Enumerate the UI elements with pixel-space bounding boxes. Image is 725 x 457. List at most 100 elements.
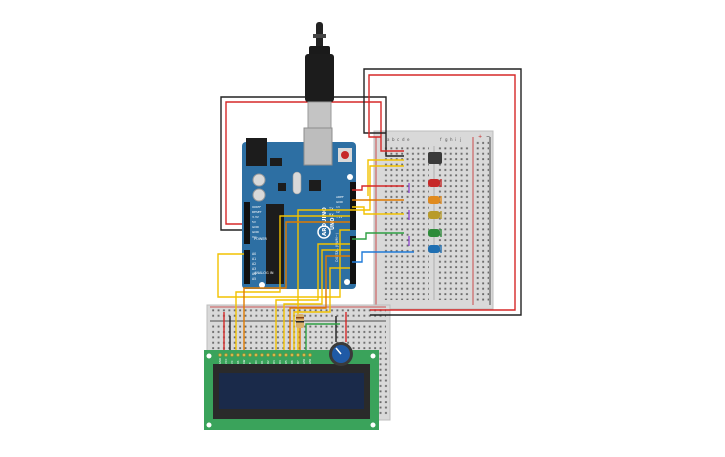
small-chip bbox=[278, 183, 286, 191]
usb-plug-body bbox=[305, 54, 334, 102]
lcd-pin-label: LED bbox=[308, 359, 312, 364]
wire-yellow-lcd-rs bbox=[235, 215, 350, 350]
lcd-pin bbox=[272, 353, 276, 357]
lcd-pin-label: D7 bbox=[296, 360, 300, 364]
rx-label: RX bbox=[329, 213, 334, 217]
wire-orange-lcd-d6 bbox=[289, 255, 350, 350]
lcd-mount-hole-icon bbox=[206, 353, 212, 359]
column-letter: d bbox=[402, 137, 405, 142]
usb-cable bbox=[305, 22, 334, 129]
lcd-pin bbox=[254, 353, 258, 357]
voltage-regulator bbox=[270, 158, 282, 166]
wire-black-rail-loop bbox=[363, 68, 522, 316]
mount-hole-icon bbox=[344, 279, 350, 285]
lcd-pin bbox=[242, 353, 246, 357]
lcd-pin bbox=[260, 353, 264, 357]
lcd-pin bbox=[218, 353, 222, 357]
wire-yellow-lcd-d5 bbox=[283, 249, 350, 350]
breadboard-right-power-rail bbox=[474, 140, 489, 302]
lcd-pin-label: D1 bbox=[260, 360, 264, 364]
power-pin-label: RESET bbox=[252, 210, 262, 214]
lcd-pin bbox=[248, 353, 252, 357]
lcd-pin-label: D5 bbox=[284, 360, 288, 364]
analog-pin-label: A2 bbox=[252, 262, 256, 266]
breadboard-components bbox=[428, 152, 442, 253]
lcd-pin-label: RW bbox=[242, 359, 246, 364]
wire-green-led bbox=[352, 232, 404, 240]
column-letter: e bbox=[407, 137, 410, 142]
lcd-pin-label: D6 bbox=[290, 360, 294, 364]
analog-pin-label: A5 bbox=[252, 277, 256, 281]
rail-plus-label: + bbox=[478, 134, 482, 140]
lcd-pin-label: D3 bbox=[272, 360, 276, 364]
green-led bbox=[428, 229, 440, 237]
wire-yellow-analog-loop bbox=[217, 229, 350, 298]
usb-plug-metal bbox=[307, 101, 332, 129]
lcd-pin bbox=[302, 353, 306, 357]
orange-led bbox=[428, 196, 440, 204]
analog-pin-label: A0 bbox=[252, 252, 256, 256]
lcd-mount-hole-icon bbox=[370, 422, 376, 428]
power-header bbox=[244, 202, 250, 244]
red-led-rim bbox=[440, 179, 442, 187]
power-pin-label: IOREF bbox=[252, 205, 261, 209]
wire-green-pot-v0 bbox=[305, 323, 340, 350]
yellow-led-rim bbox=[440, 211, 442, 219]
wire-yellow-led bbox=[352, 206, 404, 215]
lcd-pin bbox=[308, 353, 312, 357]
digital-pin-label: 12 bbox=[336, 210, 340, 214]
tx-label: TX bbox=[328, 207, 334, 211]
breadboard-right-right-block bbox=[437, 146, 471, 300]
potentiometer bbox=[329, 342, 353, 366]
usb-port bbox=[303, 127, 333, 166]
column-letter: g bbox=[445, 137, 448, 142]
power-pin-label: GND bbox=[252, 230, 260, 234]
wire-black-gnd-loop bbox=[220, 96, 404, 231]
reset-button-icon bbox=[341, 151, 349, 159]
dc-power-jack bbox=[246, 138, 267, 166]
analog-pin-label: A1 bbox=[252, 257, 256, 261]
resistor-band bbox=[296, 317, 304, 319]
green-led-rim bbox=[440, 229, 442, 237]
arduino-logo-icon bbox=[317, 225, 331, 239]
lcd-mount-hole-icon bbox=[206, 422, 212, 428]
wire-red-5v-loop bbox=[225, 101, 404, 225]
wire-yellow-lcd-d4 bbox=[275, 243, 350, 350]
lcd-pin-label: D2 bbox=[266, 360, 270, 364]
column-letter: f bbox=[440, 137, 442, 142]
lcd-pin bbox=[296, 353, 300, 357]
usb-chip bbox=[309, 180, 321, 191]
orange-led-rim bbox=[440, 196, 442, 204]
analog-header bbox=[244, 250, 250, 284]
capacitor-icon bbox=[252, 173, 266, 187]
blue-led bbox=[428, 245, 440, 253]
analog-pin-label: A4 bbox=[252, 272, 256, 276]
column-letter: h bbox=[450, 137, 453, 142]
lcd-pin bbox=[266, 353, 270, 357]
column-letter: j bbox=[459, 137, 461, 142]
lcd-pin-label: LED bbox=[302, 359, 306, 364]
power-pin-label: 5V bbox=[252, 220, 257, 224]
lcd-screen bbox=[219, 373, 364, 409]
wire-yellow-sensor-feed bbox=[367, 159, 404, 196]
lcd-pin-label: E bbox=[248, 362, 252, 364]
wire-yellow-lcd-d7 bbox=[293, 267, 350, 350]
resistor bbox=[296, 314, 304, 328]
power-section-label: POWER bbox=[254, 237, 268, 241]
column-letter: b bbox=[392, 137, 395, 142]
digital-pin-label: GND bbox=[336, 200, 344, 204]
lcd-pin-label: V0 bbox=[230, 360, 234, 364]
lcd-pin-label: D4 bbox=[278, 360, 282, 364]
power-pin-label: 3.3V bbox=[252, 215, 260, 219]
wire-blue-led bbox=[352, 251, 414, 263]
yellow-led bbox=[428, 211, 440, 219]
analog-section-label: ANALOG IN bbox=[254, 271, 274, 275]
analog-pin-label: A3 bbox=[252, 267, 256, 271]
lcd-pin bbox=[284, 353, 288, 357]
rail-minus-label: − bbox=[486, 134, 490, 140]
column-letter: i bbox=[455, 137, 456, 142]
digital-pin-label: AREF bbox=[336, 195, 344, 199]
